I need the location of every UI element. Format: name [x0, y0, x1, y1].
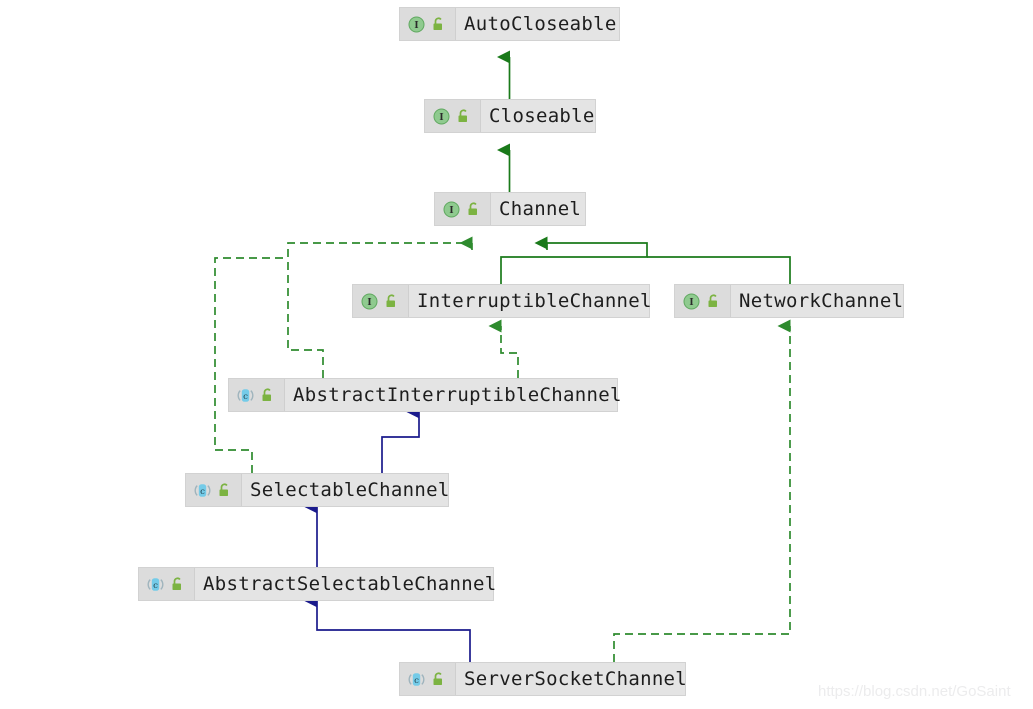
unlocked-public-icon — [386, 293, 395, 307]
edge-networkchannel-to-channel — [647, 256, 791, 284]
svg-text:c: c — [243, 392, 248, 402]
edge-selectablechannel-to-channel — [214, 257, 288, 473]
class-node-autocloseable[interactable]: I AutoCloseable — [399, 7, 620, 41]
class-node-interruptiblechannel[interactable]: I InterruptibleChannel — [352, 284, 651, 318]
svg-text:I: I — [367, 298, 371, 308]
node-icon-gutter: c — [139, 568, 195, 600]
class-node-networkchannel[interactable]: I NetworkChannel — [674, 284, 904, 318]
class-node-serversocketchannel[interactable]: c ServerSocketChannel — [399, 662, 687, 696]
class-node-label: Closeable — [489, 105, 595, 127]
class-node-abstractselectablechannel[interactable]: c AbstractSelectableChannel — [138, 567, 496, 601]
unlocked-public-icon — [433, 671, 442, 685]
interface-icon: I — [408, 16, 425, 32]
class-node-label: ServerSocketChannel — [464, 668, 688, 690]
svg-text:I: I — [439, 113, 443, 123]
svg-text:I: I — [689, 298, 693, 308]
class-node-abstractinterruptiblechannel[interactable]: c AbstractInterruptibleChannel — [228, 378, 621, 412]
node-icon-gutter: I — [425, 100, 481, 132]
svg-text:I: I — [414, 21, 418, 31]
watermark-text: https://blog.csdn.net/GoSaint — [818, 683, 1011, 700]
unlocked-public-icon — [708, 293, 717, 307]
node-icon-gutter: c — [186, 474, 242, 506]
svg-text:I: I — [449, 206, 453, 216]
abstract-class-icon: c — [194, 483, 211, 497]
class-node-closeable[interactable]: I Closeable — [424, 99, 596, 133]
class-node-label: Channel — [499, 198, 582, 220]
node-icon-gutter: I — [353, 285, 409, 317]
node-icon-gutter: I — [675, 285, 731, 317]
class-node-label: NetworkChannel — [739, 290, 904, 312]
edge-serversocketchannel-to-abstractselectablechannel — [304, 594, 471, 662]
class-node-selectablechannel[interactable]: c SelectableChannel — [185, 473, 449, 507]
edge-interruptiblechannel-to-channel — [500, 242, 648, 284]
unlocked-public-icon — [262, 387, 271, 401]
svg-text:c: c — [200, 487, 205, 497]
abstract-class-icon: c — [408, 672, 425, 686]
class-node-label: InterruptibleChannel — [417, 290, 652, 312]
svg-text:c: c — [414, 676, 419, 686]
edge-selectablechannel-to-abstractinterruptiblechannel — [381, 405, 420, 473]
node-icon-gutter: I — [435, 193, 491, 225]
unlocked-public-icon — [172, 576, 181, 590]
node-icon-gutter: I — [400, 8, 456, 40]
interface-icon: I — [683, 293, 700, 309]
interface-icon: I — [443, 201, 460, 217]
node-icon-gutter: c — [400, 663, 456, 695]
node-icon-gutter: c — [229, 379, 285, 411]
unlocked-public-icon — [433, 16, 442, 30]
edge-abstractinterruptiblechannel-to-channel — [287, 242, 472, 378]
abstract-class-icon: c — [147, 577, 164, 591]
svg-text:c: c — [153, 581, 158, 591]
edge-abstractinterruptiblechannel-to-interruptiblechannel — [488, 319, 519, 378]
class-node-channel[interactable]: I Channel — [434, 192, 586, 226]
edge-serversocketchannel-to-networkchannel — [613, 319, 791, 662]
class-node-label: AutoCloseable — [464, 13, 617, 35]
class-node-label: AbstractSelectableChannel — [203, 573, 497, 595]
unlocked-public-icon — [219, 482, 228, 496]
abstract-class-icon: c — [237, 388, 254, 402]
unlocked-public-icon — [468, 201, 477, 215]
interface-icon: I — [433, 108, 450, 124]
unlocked-public-icon — [458, 108, 467, 122]
class-node-label: AbstractInterruptibleChannel — [293, 384, 622, 406]
interface-icon: I — [361, 293, 378, 309]
class-node-label: SelectableChannel — [250, 479, 450, 501]
